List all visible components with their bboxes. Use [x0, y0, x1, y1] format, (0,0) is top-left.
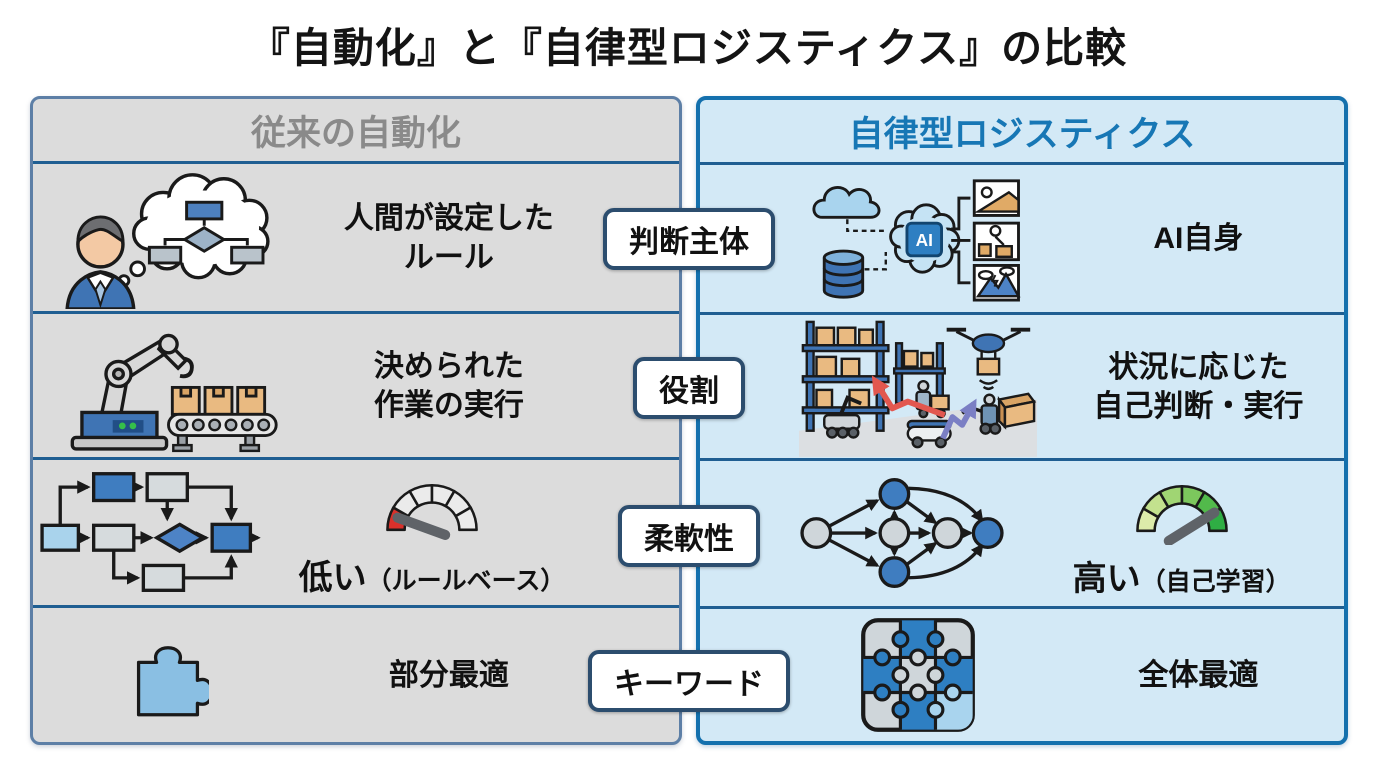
warehouse-robots-icon [799, 320, 1038, 457]
right-row-decision: AI [700, 162, 1344, 312]
right-row-keyword: 全体最適 [700, 606, 1344, 741]
right-panel-header: 自律型ロジスティクス [848, 114, 1196, 154]
left-row-flexibility: 低い（ルールベース） [33, 457, 679, 605]
flowchart-icon [40, 472, 261, 592]
right-decision-text: AI自身 [1153, 222, 1244, 255]
page-title: 『自動化』と『自律型ロジスティクス』の比較 [248, 25, 1128, 71]
center-label-keyword: キーワード [588, 650, 790, 712]
left-role-text-line1: 決められた [373, 349, 524, 383]
ai-chip-label: AI [916, 230, 933, 250]
center-label-decision: 判断主体 [603, 208, 775, 270]
person-thinking-icon [65, 172, 270, 309]
panel-autonomous-logistics: 自律型ロジスティクス [696, 96, 1348, 745]
center-label-flexibility: 柔軟性 [618, 505, 760, 567]
network-graph-icon [799, 478, 1004, 589]
right-flexibility-note: （自己学習） [1140, 567, 1291, 596]
right-row-role: 状況に応じた 自己判断・実行 [700, 312, 1344, 458]
puzzle-piece-icon [136, 645, 209, 716]
left-row-keyword: 部分最適 [33, 605, 679, 742]
ai-brain-icon: AI [812, 178, 1021, 302]
left-row-decision: 人間が設定した ルール [33, 161, 679, 311]
left-flexibility-note: （ルールベース） [366, 566, 566, 595]
gauge-low-icon [386, 483, 478, 540]
left-role-text-line2: 作業の実行 [373, 388, 524, 422]
right-role-text-line1: 状況に応じた [1108, 350, 1289, 384]
left-flexibility-value: 低い [298, 558, 367, 597]
gauge-high-icon [1135, 484, 1228, 545]
left-keyword-text: 部分最適 [388, 658, 509, 692]
right-flexibility-value: 高い [1072, 559, 1141, 598]
panels-container: 従来の自動化 [30, 96, 1348, 745]
left-row-role: 決められた 作業の実行 [33, 311, 679, 457]
center-label-role: 役割 [633, 357, 745, 419]
puzzle-grid-icon [861, 618, 976, 732]
robot-arm-conveyor-icon [70, 333, 278, 453]
left-decision-text-line1: 人間が設定した [343, 201, 554, 235]
left-panel-header: 従来の自動化 [250, 113, 461, 153]
right-keyword-text: 全体最適 [1138, 658, 1259, 692]
right-role-text-line2: 自己判断・実行 [1093, 389, 1304, 423]
panel-traditional-automation: 従来の自動化 [30, 96, 682, 745]
right-row-flexibility: 高い（自己学習） [700, 458, 1344, 606]
left-decision-text-line2: ルール [403, 240, 494, 274]
